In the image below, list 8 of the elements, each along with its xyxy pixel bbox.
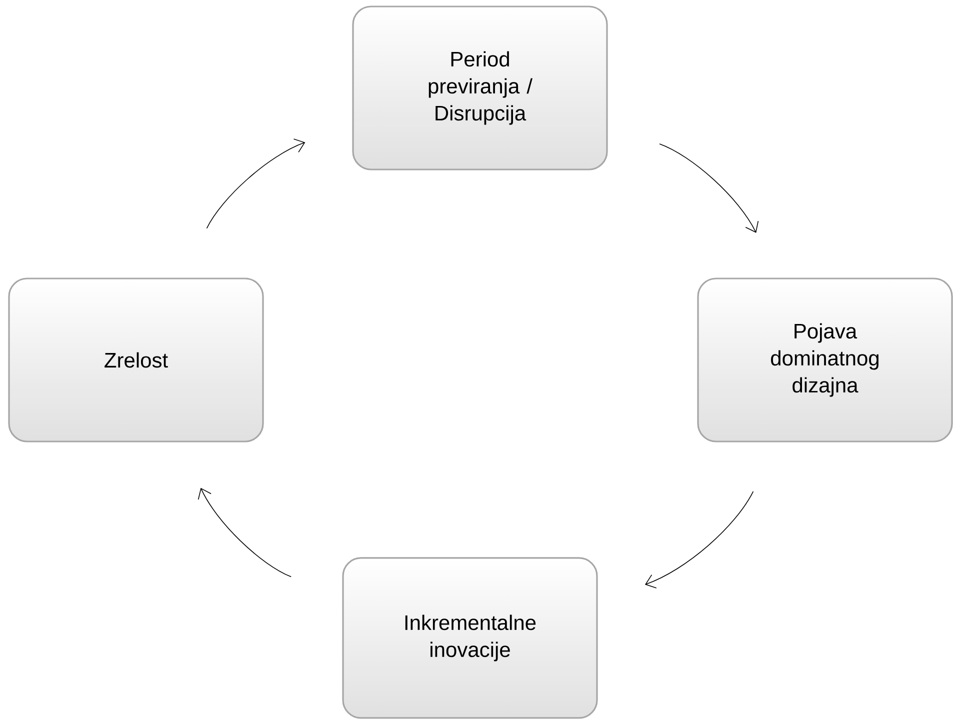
arrow <box>644 491 754 588</box>
arrow <box>206 138 306 229</box>
process-box: Period previranja / Disrupcija <box>352 6 608 170</box>
arrow <box>659 143 759 233</box>
process-box: Zrelost <box>8 278 264 442</box>
process-box: Pojava dominatnog dizajna <box>697 278 953 442</box>
arrow <box>198 488 292 578</box>
process-box: Inkrementalne inovacije <box>342 557 598 719</box>
